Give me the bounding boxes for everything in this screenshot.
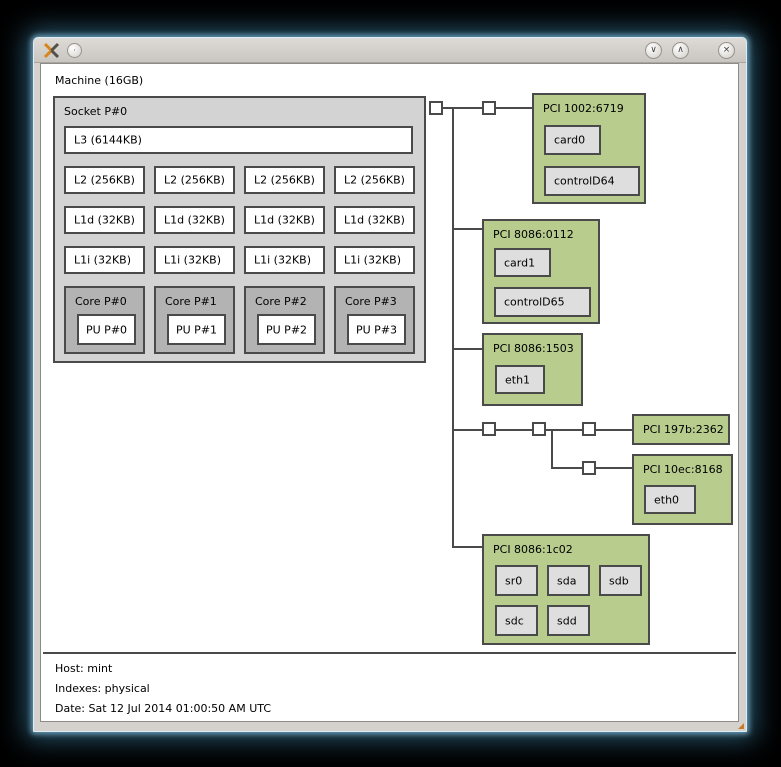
pci-bridge bbox=[482, 101, 496, 115]
l2-cache-box: L2 (256KB) bbox=[154, 166, 235, 194]
pci-box: PCI 8086:1503 eth1 bbox=[482, 333, 583, 406]
l1d-cache-box: L1d (32KB) bbox=[334, 206, 415, 234]
l1d-cache-box: L1d (32KB) bbox=[244, 206, 325, 234]
pu-box: PU P#2 bbox=[257, 314, 316, 345]
pci-bridge bbox=[532, 422, 546, 436]
topology-canvas: Machine (16GB) Socket P#0 L3 (6144KB) L2… bbox=[40, 63, 739, 722]
os-device-box: controlD65 bbox=[494, 287, 591, 317]
connector-line bbox=[452, 348, 482, 350]
l3-cache-box: L3 (6144KB) bbox=[64, 126, 413, 154]
l1i-cache-box: L1i (32KB) bbox=[64, 246, 145, 274]
l1i-cache-box: L1i (32KB) bbox=[334, 246, 415, 274]
l2-cache-box: L2 (256KB) bbox=[334, 166, 415, 194]
window-menu-button[interactable]: · bbox=[67, 43, 82, 58]
connector-line bbox=[551, 429, 553, 469]
socket-box: Socket P#0 L3 (6144KB) L2 (256KB) L2 (25… bbox=[53, 96, 426, 363]
l1i-cache-box: L1i (32KB) bbox=[154, 246, 235, 274]
connector-line bbox=[452, 228, 482, 230]
legend-host: Host: mint bbox=[55, 662, 113, 675]
os-device-box: card1 bbox=[494, 248, 551, 277]
machine-label: Machine (16GB) bbox=[55, 74, 144, 87]
pci-bridge bbox=[482, 422, 496, 436]
core-box: Core P#2 PU P#2 bbox=[244, 286, 325, 354]
lstopo-window: · ∨ ∧ × Machine (16GB) Socket P#0 L3 (61… bbox=[33, 37, 747, 732]
connector-line bbox=[452, 108, 454, 548]
titlebar[interactable]: · ∨ ∧ × bbox=[34, 38, 746, 63]
l1i-cache-box: L1i (32KB) bbox=[244, 246, 325, 274]
legend-date: Date: Sat 12 Jul 2014 01:00:50 AM UTC bbox=[55, 702, 271, 715]
l1d-cache-box: L1d (32KB) bbox=[154, 206, 235, 234]
maximize-button[interactable]: ∧ bbox=[672, 42, 689, 59]
legend-indexes: Indexes: physical bbox=[55, 682, 150, 695]
l1d-cache-box: L1d (32KB) bbox=[64, 206, 145, 234]
socket-label: Socket P#0 bbox=[64, 105, 128, 118]
pci-box: PCI 1002:6719 card0 controlD64 bbox=[532, 93, 646, 204]
resize-grip[interactable] bbox=[738, 723, 744, 729]
pci-bridge bbox=[582, 461, 596, 475]
pci-bridge bbox=[582, 422, 596, 436]
os-device-box: sr0 bbox=[495, 565, 538, 596]
pci-box: PCI 8086:0112 card1 controlD65 bbox=[482, 219, 600, 324]
pu-box: PU P#3 bbox=[347, 314, 406, 345]
os-device-box: card0 bbox=[544, 125, 601, 155]
pu-box: PU P#1 bbox=[167, 314, 226, 345]
pci-box: PCI 10ec:8168 eth0 bbox=[632, 454, 733, 525]
os-device-box: sdb bbox=[599, 565, 642, 596]
os-device-box: sdc bbox=[495, 605, 538, 636]
os-device-box: sdd bbox=[547, 605, 590, 636]
core-box: Core P#3 PU P#3 bbox=[334, 286, 415, 354]
host-bridge bbox=[429, 101, 443, 115]
l2-cache-box: L2 (256KB) bbox=[64, 166, 145, 194]
l2-cache-box: L2 (256KB) bbox=[244, 166, 325, 194]
core-box: Core P#0 PU P#0 bbox=[64, 286, 145, 354]
connector-line bbox=[452, 546, 482, 548]
pu-box: PU P#0 bbox=[77, 314, 136, 345]
core-box: Core P#1 PU P#1 bbox=[154, 286, 235, 354]
os-device-box: eth1 bbox=[495, 365, 545, 394]
minimize-button[interactable]: ∨ bbox=[645, 42, 662, 59]
os-device-box: sda bbox=[547, 565, 590, 596]
legend-separator bbox=[43, 652, 736, 654]
os-device-box: eth0 bbox=[644, 485, 696, 514]
pci-box: PCI 8086:1c02 sr0 sda sdb sdc sdd bbox=[482, 534, 650, 645]
os-device-box: controlD64 bbox=[544, 166, 640, 196]
pci-box: PCI 197b:2362 bbox=[632, 414, 730, 445]
close-button[interactable]: × bbox=[718, 42, 735, 59]
app-icon bbox=[43, 42, 60, 59]
